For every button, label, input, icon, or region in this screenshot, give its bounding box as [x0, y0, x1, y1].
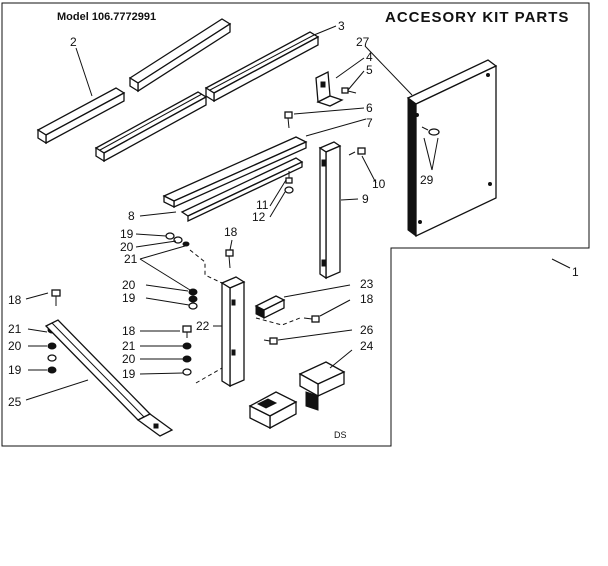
callout-7: 7 — [366, 116, 373, 130]
rail-part-2 — [36, 87, 126, 145]
brace-part-25 — [44, 319, 174, 437]
callout-19-middle: 19 — [122, 291, 136, 305]
screw-part-18-upper — [225, 249, 234, 269]
nut-part-12 — [284, 186, 294, 194]
callout-26: 26 — [360, 323, 374, 337]
clip-part-23 — [254, 295, 286, 320]
hardware-stack-upper — [165, 232, 190, 247]
drawing-code: DS — [334, 430, 347, 440]
cradle-part-24a — [248, 391, 298, 430]
callout-18-right: 18 — [360, 292, 374, 306]
cradle-part-24b — [298, 361, 346, 411]
callout-18-left: 18 — [8, 293, 22, 307]
screw-part-29 — [421, 126, 440, 136]
callout-10: 10 — [372, 177, 386, 191]
dashed-leader-22 — [189, 249, 223, 284]
diagram-border — [1, 2, 590, 447]
callout-3: 3 — [338, 19, 345, 33]
callout-20-upper: 20 — [120, 240, 134, 254]
callout-22: 22 — [196, 319, 210, 333]
callout-12: 12 — [252, 210, 266, 224]
callout-20-left: 20 — [8, 339, 22, 353]
callout-25: 25 — [8, 395, 22, 409]
callout-19-left: 19 — [8, 363, 22, 377]
screw-part-18-right — [303, 315, 320, 323]
callout-8: 8 — [128, 209, 135, 223]
rail-part-3a — [128, 18, 232, 93]
callout-29: 29 — [420, 173, 434, 187]
dashed-leader-lower — [195, 367, 223, 384]
callout-11: 11 — [256, 198, 269, 212]
callout-24: 24 — [360, 339, 374, 353]
callout-18-upper: 18 — [224, 225, 238, 239]
screw-part-10 — [348, 147, 366, 156]
dashed-leader-23 — [255, 317, 301, 326]
channel-part-7 — [162, 136, 308, 223]
callout-labels: 1 2 3 4 5 6 7 8 9 10 11 12 18 18 18 18 1… — [8, 19, 579, 409]
screw-part-5 — [341, 87, 357, 94]
callout-4: 4 — [366, 50, 373, 64]
callout-5: 5 — [366, 63, 373, 77]
post-part-9 — [318, 141, 342, 280]
callout-1: 1 — [572, 265, 579, 279]
rail-part-3c — [94, 91, 208, 163]
callout-20-lower: 20 — [122, 352, 136, 366]
callout-21-left: 21 — [8, 322, 22, 336]
panel-part-27 — [406, 59, 498, 238]
callout-27: 27 — [356, 35, 370, 49]
model-number: Model 106.7772991 — [57, 11, 156, 23]
diagram-title: ACCESORY KIT PARTS — [385, 9, 569, 26]
bracket-part-4 — [315, 70, 344, 107]
screw-part-18-left — [51, 289, 61, 306]
callout-21-upper: 21 — [124, 252, 138, 266]
screw-part-6 — [284, 111, 293, 129]
callout-6: 6 — [366, 101, 373, 115]
callout-20-middle: 20 — [122, 278, 136, 292]
callout-2: 2 — [70, 35, 77, 49]
bracket-part-22 — [220, 276, 246, 388]
callout-21-lower: 21 — [122, 339, 136, 353]
callout-23: 23 — [360, 277, 374, 291]
screw-part-26 — [263, 337, 278, 345]
hardware-stack-lower — [182, 325, 192, 376]
callout-19-upper: 19 — [120, 227, 134, 241]
hardware-stack-middle — [188, 288, 198, 310]
rail-part-3b — [204, 31, 320, 103]
callout-19-lower: 19 — [122, 367, 136, 381]
callout-9: 9 — [362, 192, 369, 206]
leader-lines — [25, 25, 571, 401]
callout-18-lower: 18 — [122, 324, 136, 338]
